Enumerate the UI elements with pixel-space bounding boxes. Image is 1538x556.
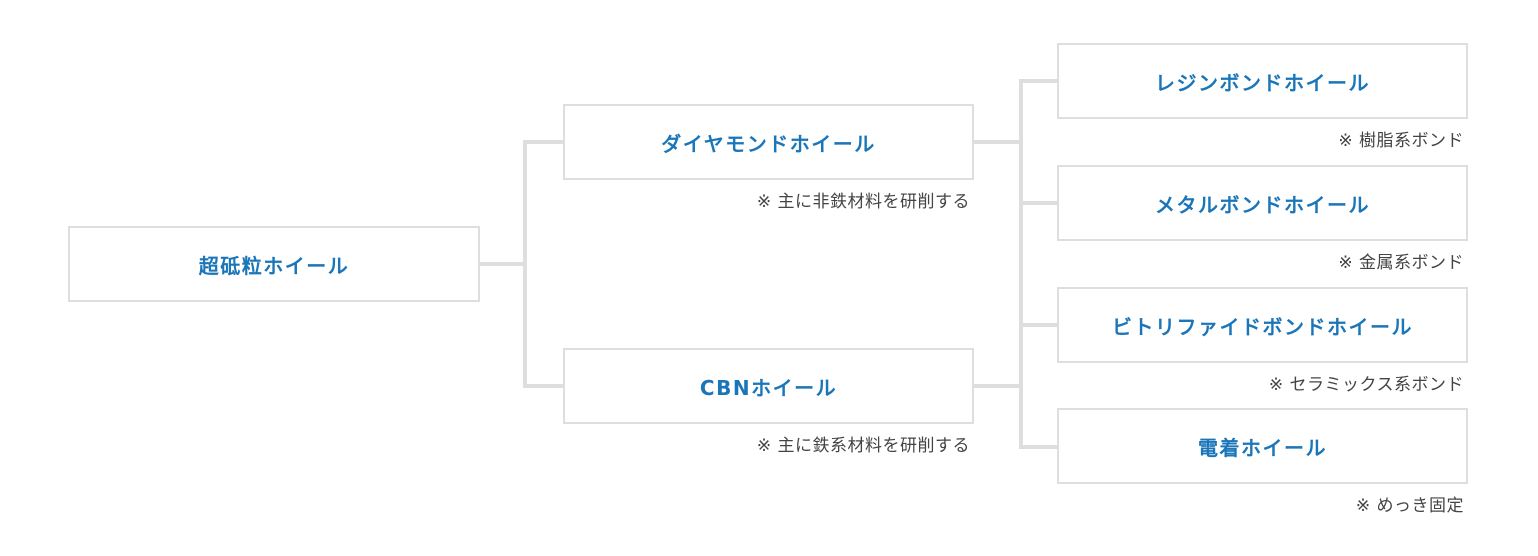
branch-note-diamond: ※ 主に非鉄材料を研削する: [756, 192, 970, 212]
root-node-label: 超砥粒ホイール: [198, 253, 350, 278]
bond-node-label: 電着ホイール: [1198, 435, 1327, 460]
bond-node-label: メタルボンドホイール: [1155, 192, 1370, 217]
bond-node-label: ビトリファイドボンドホイール: [1112, 314, 1413, 339]
branch-node-cbn-wheel: CBNホイール: [563, 348, 974, 424]
branch-node-label: ダイヤモンドホイール: [661, 131, 876, 156]
branch-node-diamond-wheel: ダイヤモンドホイール: [563, 104, 974, 180]
bond-note-resin: ※ 樹脂系ボンド: [1338, 131, 1464, 151]
bond-node-electroplated: 電着ホイール: [1057, 408, 1468, 484]
bond-note-electroplated: ※ めっき固定: [1355, 496, 1464, 516]
bond-note-vitrified: ※ セラミックス系ボンド: [1268, 375, 1464, 395]
branch-note-cbn: ※ 主に鉄系材料を研削する: [756, 436, 970, 456]
bond-note-metal: ※ 金属系ボンド: [1338, 253, 1464, 273]
bond-node-metal: メタルボンドホイール: [1057, 165, 1468, 241]
root-node-superabrasive-wheel: 超砥粒ホイール: [68, 226, 480, 302]
bond-node-vitrified: ビトリファイドボンドホイール: [1057, 287, 1468, 363]
bond-node-label: レジンボンドホイール: [1155, 70, 1370, 95]
bond-node-resin: レジンボンドホイール: [1057, 43, 1468, 119]
branch-node-label: CBNホイール: [699, 375, 838, 400]
